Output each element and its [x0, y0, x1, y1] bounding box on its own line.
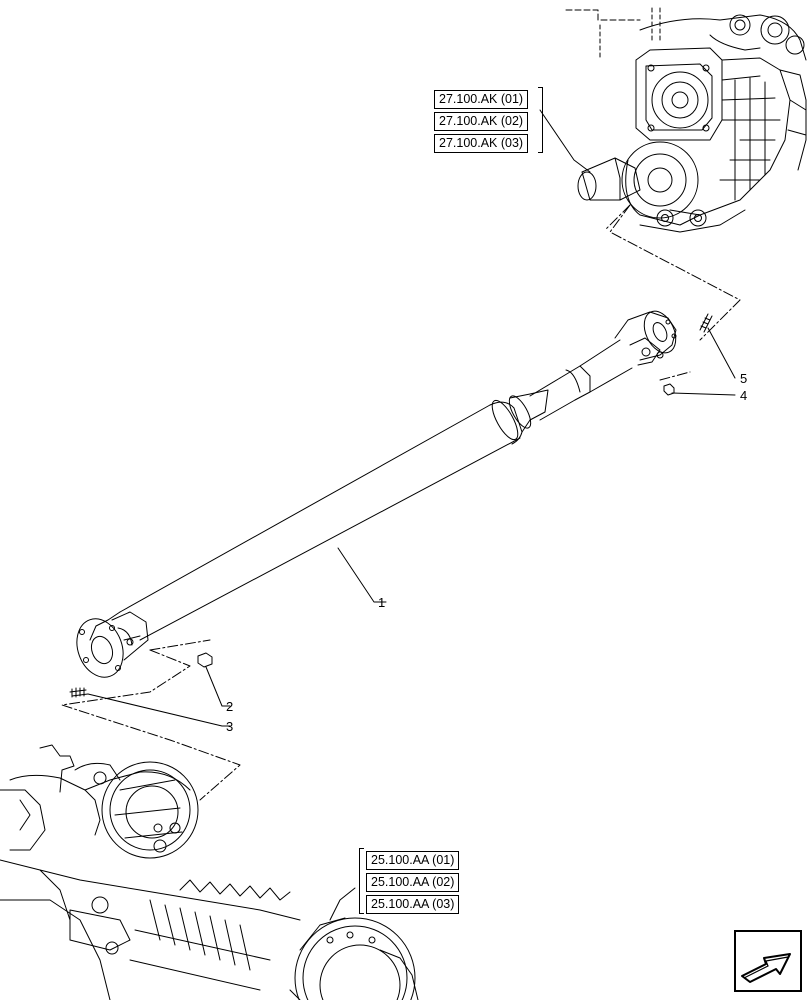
front-axle-reference-group: 25.100.AA (01) 25.100.AA (02) 25.100.AA … [359, 848, 460, 917]
next-page-button[interactable] [734, 930, 802, 992]
reference-link-front-axle-02[interactable]: 25.100.AA (02) [366, 873, 460, 892]
bolt-item-3 [69, 687, 89, 698]
reference-link-gearbox-03[interactable]: 27.100.AK (03) [434, 134, 529, 153]
callout-1: 1 [378, 595, 385, 610]
gearbox-assembly [565, 7, 807, 341]
front-axle-assembly [0, 744, 419, 1000]
reference-link-gearbox-01[interactable]: 27.100.AK (01) [434, 90, 529, 109]
gearbox-reference-group: 27.100.AK (01) 27.100.AK (02) 27.100.AK … [434, 87, 543, 156]
reference-link-gearbox-02[interactable]: 27.100.AK (02) [434, 112, 529, 131]
reference-link-front-axle-03[interactable]: 25.100.AA (03) [366, 895, 460, 914]
callout-3: 3 [226, 719, 233, 734]
reference-link-front-axle-01[interactable]: 25.100.AA (01) [366, 851, 460, 870]
propeller-shaft [76, 310, 677, 678]
callout-5: 5 [740, 371, 747, 386]
callout-2: 2 [226, 699, 233, 714]
callout-4: 4 [740, 388, 747, 403]
nut-item-2 [197, 652, 213, 668]
bolt-item-5 [699, 313, 713, 333]
reference-bracket [359, 848, 364, 914]
reference-bracket [538, 87, 543, 153]
arrow-next-icon [741, 953, 791, 983]
